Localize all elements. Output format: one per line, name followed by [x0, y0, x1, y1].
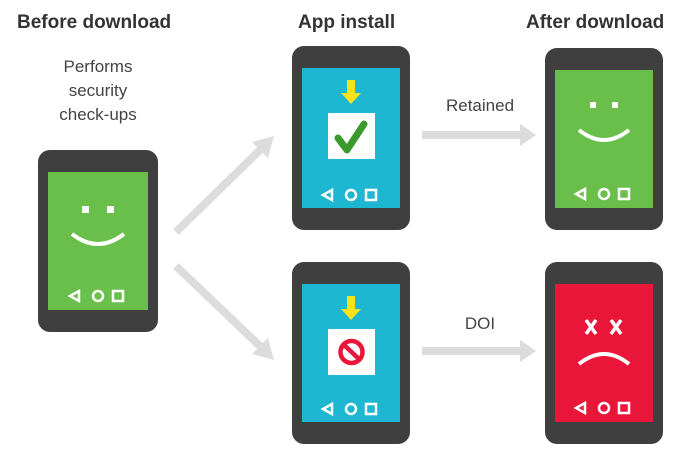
nav-bar-icons — [573, 186, 631, 202]
arrow-doi — [422, 340, 536, 362]
prohibited-icon — [338, 338, 365, 366]
phone-after-doi — [545, 262, 663, 444]
phone-after-retained — [545, 48, 663, 230]
phone-install-blocked — [292, 262, 410, 444]
dead-face-icon — [573, 318, 631, 416]
install-blocked-graphic — [320, 296, 378, 417]
screen-happy — [48, 172, 148, 310]
check-box — [328, 113, 375, 159]
nav-bar-icons — [67, 288, 125, 304]
header-after-download: After download — [526, 12, 665, 33]
nav-bar-icons — [573, 400, 631, 416]
label-doi: DOI — [464, 314, 496, 333]
header-before-download: Before download — [17, 12, 172, 33]
screen-happy — [555, 70, 653, 208]
arrow-to-install-blocked — [173, 263, 274, 360]
screen-sad — [555, 284, 653, 422]
phone-install-ok — [292, 46, 410, 230]
checkmark-icon — [334, 120, 368, 154]
header-app-install: App install — [298, 12, 396, 33]
arrow-to-install-ok — [173, 136, 274, 235]
install-ok-graphic — [320, 80, 378, 203]
download-arrow-icon — [341, 296, 361, 320]
nav-bar-icons — [320, 187, 378, 203]
arrow-retained — [422, 124, 536, 146]
nav-bar-icons — [320, 401, 378, 417]
label-retained: Retained — [445, 96, 515, 115]
phone-before-download — [38, 150, 158, 332]
screen-install — [302, 68, 400, 208]
download-arrow-icon — [341, 80, 361, 104]
smiley-face-icon — [573, 102, 631, 202]
smiley-face-icon — [67, 206, 126, 304]
label-security-checkups: Performs security check-ups — [59, 57, 137, 124]
screen-install — [302, 284, 400, 422]
